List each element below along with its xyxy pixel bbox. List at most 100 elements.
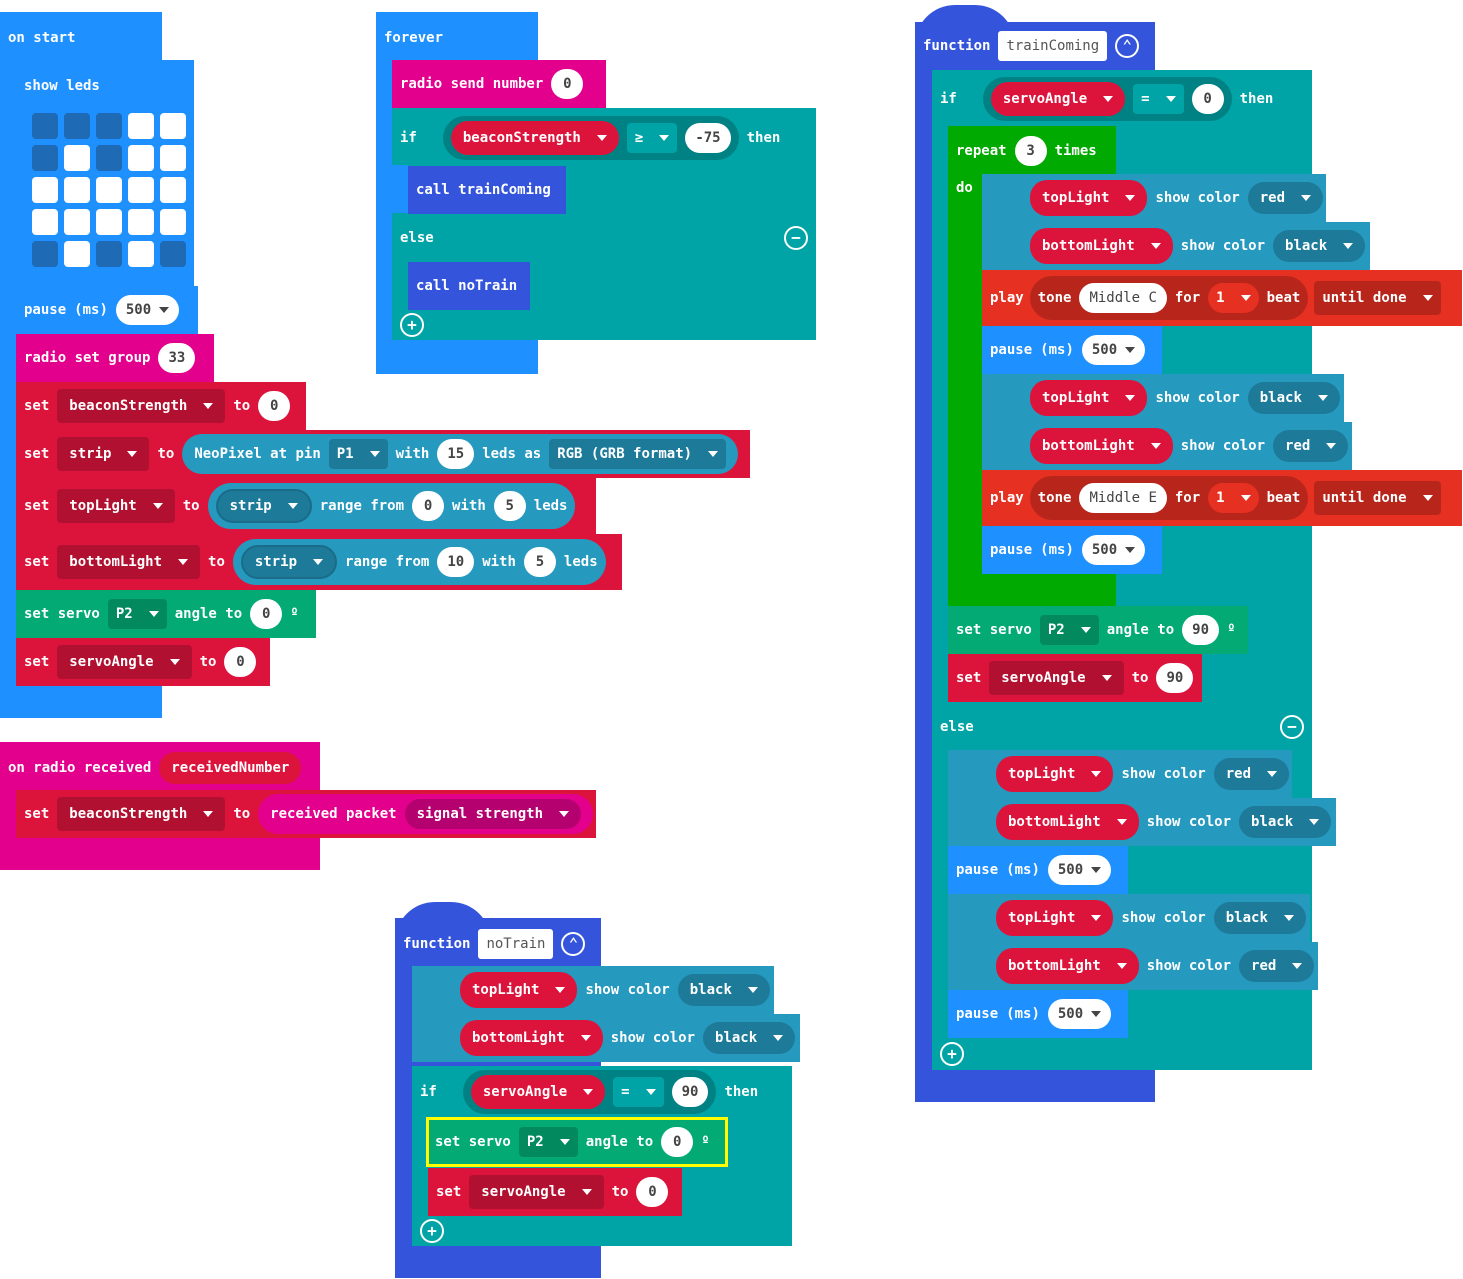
led-cell[interactable] <box>160 113 186 139</box>
compare-value[interactable]: 0 <box>1191 84 1224 114</box>
until-done-dropdown[interactable]: until done <box>1314 481 1441 515</box>
led-cell[interactable] <box>32 177 58 203</box>
led-cell[interactable] <box>128 241 154 267</box>
led-cell[interactable] <box>32 113 58 139</box>
color-dropdown[interactable]: red <box>1213 758 1290 790</box>
pause-value[interactable]: 500 <box>1047 999 1112 1029</box>
strip-dropdown[interactable]: strip <box>215 489 312 523</box>
bottomlight-reporter[interactable]: bottomLight <box>1030 428 1173 464</box>
color-dropdown[interactable]: black <box>1247 382 1340 414</box>
pause-value[interactable]: 500 <box>1081 535 1146 565</box>
beacon-var-reporter[interactable]: beaconStrength <box>450 121 619 155</box>
servoangle-value[interactable]: 0 <box>636 1177 669 1207</box>
compare-block[interactable]: servoAngle = 90 <box>462 1070 717 1114</box>
led-cell[interactable] <box>128 177 154 203</box>
led-cell[interactable] <box>128 209 154 235</box>
range-with-value[interactable]: 5 <box>493 491 526 521</box>
led-cell[interactable] <box>96 241 122 267</box>
toplight-reporter[interactable]: topLight <box>996 900 1114 936</box>
operator-dropdown[interactable]: = <box>1133 84 1184 114</box>
beacon-var-dropdown[interactable]: beaconStrength <box>57 797 226 831</box>
function-name-field[interactable]: noTrain <box>478 929 554 959</box>
led-cell[interactable] <box>64 177 90 203</box>
pause-value[interactable]: 500 <box>1081 335 1146 365</box>
pause-value[interactable]: 500 <box>115 295 180 325</box>
collapse-up-icon[interactable]: ⌃ <box>561 932 586 956</box>
servo-angle-value[interactable]: 0 <box>250 599 283 629</box>
color-dropdown[interactable]: red <box>1273 430 1349 462</box>
note-field[interactable]: Middle E <box>1079 483 1167 513</box>
minus-circle-icon[interactable]: − <box>1280 715 1304 739</box>
compare-value[interactable]: -75 <box>685 123 731 153</box>
color-dropdown[interactable]: black <box>1273 230 1366 262</box>
beats-dropdown[interactable]: 1 <box>1208 483 1259 513</box>
call-traincoming-block[interactable] <box>408 166 566 214</box>
servo-angle-value[interactable]: 90 <box>1182 615 1220 645</box>
servoangle-var-dropdown[interactable]: servoAngle <box>989 661 1124 695</box>
beacon-var-dropdown[interactable]: beaconStrength <box>57 389 226 423</box>
operator-dropdown[interactable]: ≥ <box>626 123 678 153</box>
neopixel-create-block[interactable]: NeoPixel at pin P1 with 15 leds as RGB (… <box>182 434 739 474</box>
send-value[interactable]: 0 <box>551 69 584 99</box>
led-cell[interactable] <box>160 241 186 267</box>
led-cell[interactable] <box>128 113 154 139</box>
color-dropdown[interactable]: red <box>1247 182 1324 214</box>
beats-dropdown[interactable]: 1 <box>1208 283 1259 313</box>
led-cell[interactable] <box>32 145 58 171</box>
until-done-dropdown[interactable]: until done <box>1314 281 1441 315</box>
led-cell[interactable] <box>32 241 58 267</box>
note-field[interactable]: Middle C <box>1079 283 1167 313</box>
led-cell[interactable] <box>96 209 122 235</box>
range-from-value[interactable]: 0 <box>412 491 445 521</box>
led-cell[interactable] <box>64 209 90 235</box>
tone-block[interactable]: tone Middle C for 1 beat <box>1029 276 1309 320</box>
servo-pin-dropdown[interactable]: P2 <box>518 1127 578 1157</box>
received-number-param[interactable]: receivedNumber <box>159 752 302 784</box>
collapse-up-icon[interactable]: ⌃ <box>1115 34 1140 58</box>
plus-circle-icon[interactable]: + <box>420 1219 444 1243</box>
range-from-value[interactable]: 10 <box>437 547 475 577</box>
servoangle-var-dropdown[interactable]: servoAngle <box>469 1175 604 1209</box>
led-cell[interactable] <box>96 113 122 139</box>
leds-count[interactable]: 15 <box>437 439 475 469</box>
plus-circle-icon[interactable]: + <box>400 313 424 337</box>
led-cell[interactable] <box>160 209 186 235</box>
operator-dropdown[interactable]: = <box>613 1077 664 1107</box>
signal-strength-dropdown[interactable]: signal strength <box>404 799 582 829</box>
servoangle-var-dropdown[interactable]: servoAngle <box>57 645 192 679</box>
servoangle-value[interactable]: 0 <box>224 647 257 677</box>
led-cell[interactable] <box>64 145 90 171</box>
servo-pin-dropdown[interactable]: P2 <box>107 599 167 629</box>
led-cell[interactable] <box>128 145 154 171</box>
compare-block[interactable]: servoAngle = 0 <box>982 77 1232 121</box>
strip-dropdown[interactable]: strip <box>240 545 338 579</box>
color-dropdown[interactable]: black <box>1213 902 1306 934</box>
color-dropdown[interactable]: red <box>1239 950 1315 982</box>
range-block[interactable]: strip range from 10 with 5 leds <box>232 539 606 585</box>
rgb-format-dropdown[interactable]: RGB (GRB format) <box>549 439 727 469</box>
function-name-field[interactable]: trainComing <box>998 31 1108 61</box>
compare-value[interactable]: 90 <box>671 1077 709 1107</box>
servoangle-value[interactable]: 90 <box>1156 663 1194 693</box>
minus-circle-icon[interactable]: − <box>784 226 808 250</box>
bottomlight-reporter[interactable]: bottomLight <box>1030 228 1173 264</box>
strip-var-dropdown[interactable]: strip <box>57 437 150 471</box>
compare-block[interactable]: beaconStrength ≥ -75 <box>442 116 739 160</box>
beacon-value[interactable]: 0 <box>258 391 291 421</box>
plus-circle-icon[interactable]: + <box>940 1042 964 1066</box>
color-dropdown[interactable]: black <box>677 974 770 1006</box>
toplight-reporter[interactable]: topLight <box>1030 180 1148 216</box>
toplight-reporter[interactable]: topLight <box>1030 380 1148 416</box>
range-block[interactable]: strip range from 0 with 5 leds <box>207 483 576 529</box>
repeat-times-value[interactable]: 3 <box>1014 136 1047 166</box>
pin-dropdown[interactable]: P1 <box>328 439 388 469</box>
led-cell[interactable] <box>64 241 90 267</box>
servoangle-reporter[interactable]: servoAngle <box>990 82 1126 116</box>
led-cell[interactable] <box>64 113 90 139</box>
bottomlight-reporter[interactable]: bottomLight <box>996 804 1139 840</box>
tone-block[interactable]: tone Middle E for 1 beat <box>1029 476 1309 520</box>
toplight-reporter[interactable]: topLight <box>996 756 1114 792</box>
led-grid[interactable] <box>32 113 186 267</box>
call-notrain-block[interactable] <box>408 262 530 310</box>
led-cell[interactable] <box>160 145 186 171</box>
